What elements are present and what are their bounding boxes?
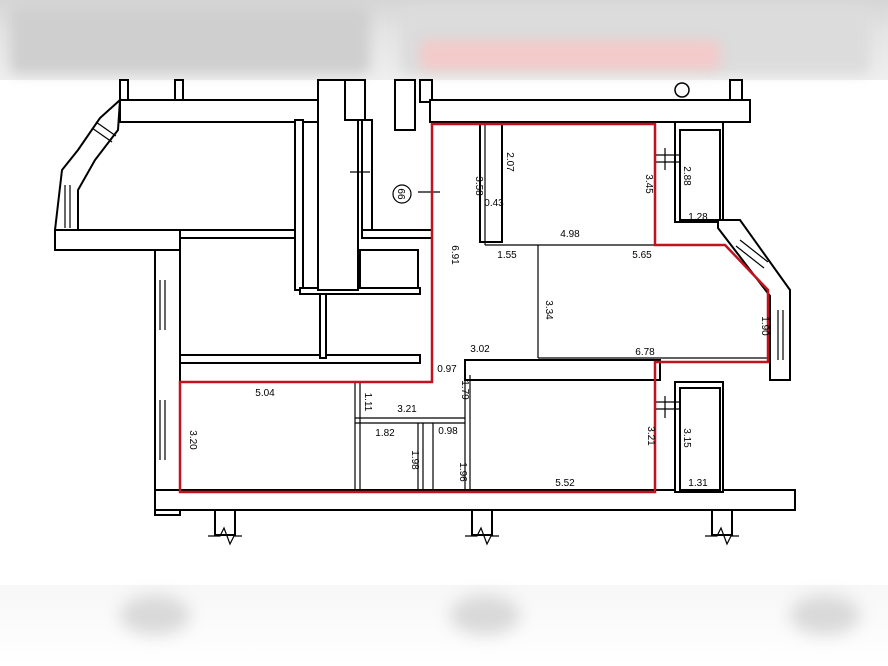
dim-label: 0.43 bbox=[484, 198, 504, 209]
bottom-wall-breaks bbox=[208, 509, 739, 546]
blurred-bottom-strip bbox=[0, 585, 888, 666]
dim-label: 3.21 bbox=[397, 404, 417, 415]
dim-label: 3.34 bbox=[543, 300, 554, 320]
dim-label: 5.04 bbox=[255, 388, 275, 399]
dim-label: 2.88 bbox=[681, 166, 692, 186]
highlighted-apartment-outline bbox=[178, 122, 770, 494]
dim-label: 0.97 bbox=[437, 364, 457, 375]
dim-label: 3.02 bbox=[470, 344, 490, 355]
blurred-top-strip bbox=[0, 0, 888, 80]
dim-label: 1.96 bbox=[457, 462, 468, 482]
right-wing-walls bbox=[419, 79, 791, 493]
central-core: 99 bbox=[317, 79, 440, 291]
dim-label: 5.52 bbox=[555, 478, 575, 489]
dim-label: 3.21 bbox=[645, 426, 656, 446]
dim-label: 3.45 bbox=[643, 174, 654, 194]
dim-label: 3.15 bbox=[681, 428, 692, 448]
dim-label: 3.20 bbox=[187, 430, 198, 450]
dim-label: 5.65 bbox=[632, 250, 652, 261]
right-wing-windows bbox=[655, 148, 784, 418]
dim-label: 1.79 bbox=[459, 380, 470, 400]
dim-label: 2.07 bbox=[504, 152, 515, 172]
marker-label: 99 bbox=[397, 188, 408, 200]
left-wing-windows bbox=[64, 121, 166, 460]
dim-label: 1.11 bbox=[362, 393, 373, 412]
dim-label: 0.98 bbox=[438, 426, 458, 437]
dim-label: 1.90 bbox=[759, 316, 770, 336]
dim-label: 6.91 bbox=[449, 245, 460, 265]
dim-label: 1.31 bbox=[688, 478, 708, 489]
dim-label: 1.28 bbox=[688, 212, 708, 223]
dim-label: 4.98 bbox=[560, 229, 580, 240]
left-wing-walls bbox=[53, 79, 796, 516]
unit-partitions bbox=[354, 125, 768, 490]
dimension-labels: 2.07 3.58 0.43 3.45 2.88 1.28 4.98 1.55 … bbox=[187, 152, 770, 489]
dim-label: 1.82 bbox=[375, 428, 395, 439]
dim-label: 6.78 bbox=[635, 347, 655, 358]
dim-label: 1.55 bbox=[497, 250, 517, 261]
dim-label: 1.98 bbox=[409, 450, 420, 470]
dim-label: 3.58 bbox=[473, 176, 484, 196]
